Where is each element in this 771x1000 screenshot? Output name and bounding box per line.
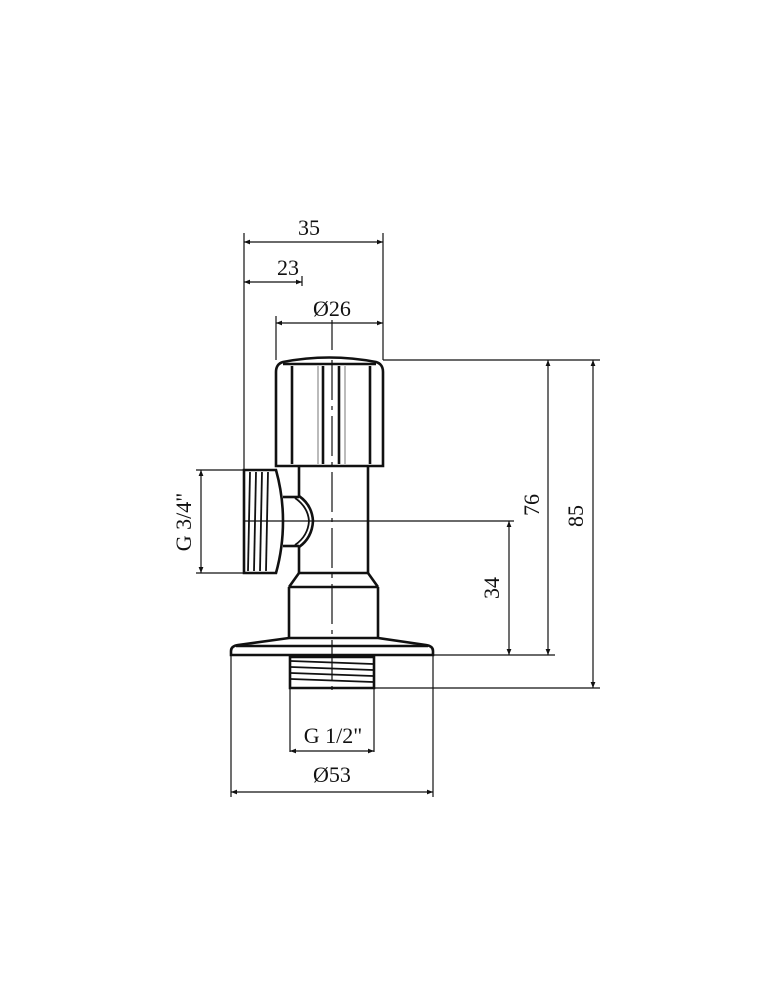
- dim-85-label: 85: [563, 505, 588, 527]
- dim-85: 85: [563, 360, 596, 688]
- dim-23: 23: [244, 255, 302, 285]
- dim-g34-label: G 3/4": [171, 493, 196, 551]
- dim-d53-label: Ø53: [313, 762, 351, 787]
- dim-g34: G 3/4": [171, 470, 204, 573]
- center-lines: [244, 360, 514, 692]
- dim-d53: Ø53: [231, 762, 433, 795]
- dim-76: 76: [519, 360, 551, 655]
- extension-lines: [196, 233, 600, 797]
- dim-d26-label: Ø26: [313, 296, 351, 321]
- dim-g12: G 1/2": [290, 723, 374, 754]
- dim-34: 34: [479, 521, 512, 655]
- dim-23-label: 23: [277, 255, 299, 280]
- dim-35: 35: [244, 215, 383, 245]
- valve-body: [283, 466, 380, 638]
- dim-34-label: 34: [479, 577, 504, 599]
- dim-76-label: 76: [519, 494, 544, 516]
- dim-g12-label: G 1/2": [304, 723, 362, 748]
- dim-35-label: 35: [298, 215, 320, 240]
- dim-d26: Ø26: [276, 296, 383, 326]
- handle: [274, 356, 385, 468]
